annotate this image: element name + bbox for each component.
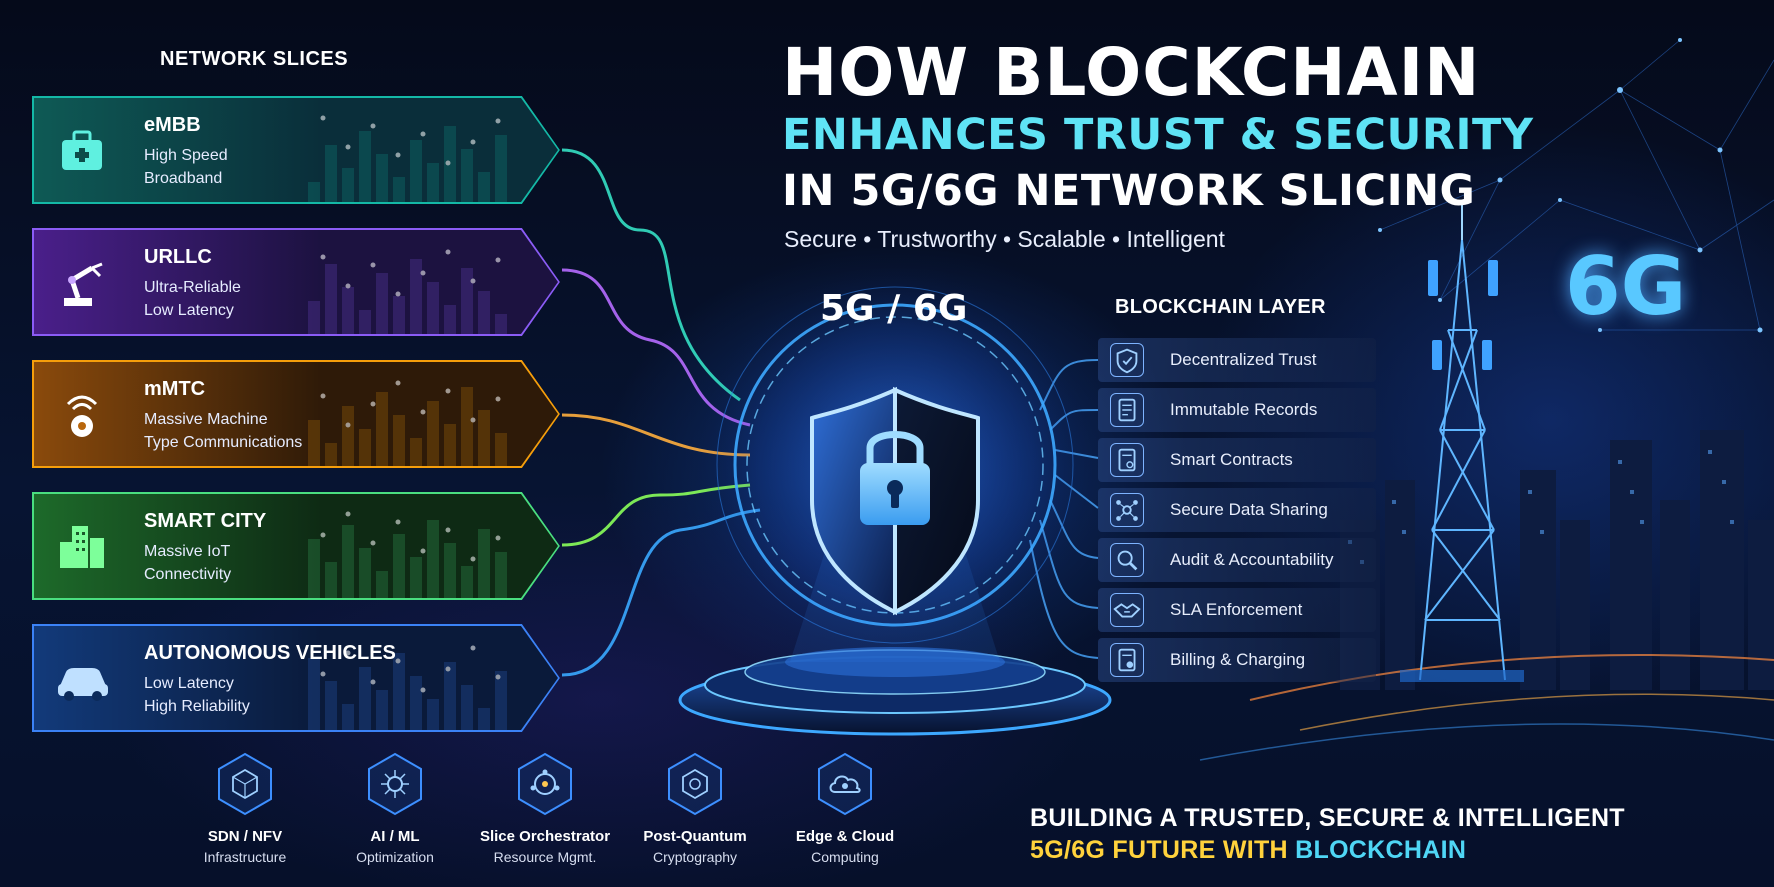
tech-sdn-nfv: SDN / NFV Infrastructure (165, 752, 325, 865)
blockchain-layer-heading: BLOCKCHAIN LAYER (1115, 296, 1326, 318)
slice-scene-illustration (308, 645, 507, 730)
slice-scene-illustration (308, 249, 507, 334)
cube-grid-icon (218, 752, 272, 816)
tagline: Secure • Trustworthy • Scalable • Intell… (784, 226, 1225, 252)
slice-description-line: High Speed (144, 147, 228, 164)
blockchain-item-label: Billing & Charging (1170, 650, 1306, 669)
slice-description-line: Massive IoT (144, 543, 231, 560)
slice-scene-illustration (308, 511, 507, 598)
tech-name: AI / ML (370, 828, 420, 845)
slice-card-smart-city: SMART CITY Massive IoT Connectivity (32, 492, 560, 600)
orchestrator-icon (518, 752, 572, 816)
blockchain-item-immutable-records: Immutable Records (1098, 388, 1376, 432)
slice-scene-illustration (308, 380, 507, 466)
tower-6g-label: 6G (1565, 240, 1687, 333)
slice-description-line: Low Latency (144, 302, 234, 319)
tech-subtitle: Infrastructure (203, 849, 287, 865)
blockchain-item-label: SLA Enforcement (1170, 600, 1303, 619)
slice-description-line: High Reliability (144, 698, 250, 715)
center-5g6g-label: 5G / 6G (820, 288, 968, 329)
document-icon (1110, 393, 1144, 427)
slice-description-line: Ultra-Reliable (144, 279, 241, 296)
footer-line2: 5G/6G FUTURE WITH BLOCKCHAIN (1030, 836, 1466, 865)
blockchain-item-label: Decentralized Trust (1170, 350, 1317, 369)
slice-title: SMART CITY (144, 510, 267, 532)
slice-title: URLLC (144, 246, 212, 268)
blockchain-item-label: Smart Contracts (1170, 450, 1293, 469)
slice-title: mMTC (144, 378, 206, 400)
tech-name: SDN / NFV (207, 828, 283, 845)
cloud-icon (818, 752, 872, 816)
tech-subtitle: Optimization (356, 849, 434, 865)
contract-icon (1110, 443, 1144, 477)
blockchain-item-sla-enforcement: SLA Enforcement (1098, 588, 1376, 632)
tech-subtitle: Resource Mgmt. (493, 849, 597, 865)
tech-name: Slice Orchestrator (479, 828, 611, 845)
magnifier-icon (1110, 543, 1144, 577)
blockchain-item-label: Secure Data Sharing (1170, 500, 1328, 519)
tech-name: Edge & Cloud (795, 828, 895, 845)
tech-ai-ml: AI / ML Optimization (315, 752, 475, 865)
buildings-icon (60, 526, 104, 568)
blockchain-item-audit-accountability: Audit & Accountability (1098, 538, 1376, 582)
quantum-lock-icon (668, 752, 722, 816)
blockchain-item-decentralized-trust: Decentralized Trust (1098, 338, 1376, 382)
sensor-wifi-icon (66, 395, 98, 437)
slice-description-line: Connectivity (144, 566, 232, 583)
footer-line2-blockchain: BLOCKCHAIN (1295, 836, 1467, 864)
slice-description-line: Type Communications (144, 434, 303, 451)
tech-subtitle: Cryptography (652, 849, 738, 865)
tech-name: Post-Quantum (643, 828, 747, 845)
footer-line1: BUILDING A TRUSTED, SECURE & INTELLIGENT (1030, 804, 1625, 832)
page-title: HOW BLOCKCHAIN (782, 34, 1481, 111)
car-icon (58, 668, 108, 701)
blockchain-item-secure-data-sharing: Secure Data Sharing (1098, 488, 1376, 532)
blockchain-item-billing-charging: Billing & Charging (1098, 638, 1376, 682)
slice-title: eMBB (144, 114, 201, 136)
footer-line2-highlight: 5G/6G FUTURE WITH (1030, 836, 1296, 864)
slice-description-line: Massive Machine (144, 411, 268, 428)
slice-description-line: Broadband (144, 170, 223, 187)
handshake-icon (1110, 593, 1144, 627)
network-slices-heading: NETWORK SLICES (160, 48, 349, 70)
slice-title: AUTONOMOUS VEHICLES (144, 642, 396, 664)
slice-description-line: Low Latency (144, 675, 234, 692)
shield-icon (1110, 343, 1144, 377)
slice-scene-illustration (308, 115, 507, 202)
blockchain-item-label: Immutable Records (1170, 400, 1318, 419)
ai-chip-icon (368, 752, 422, 816)
toolkit-icon (62, 130, 102, 170)
page-title-line2: ENHANCES TRUST & SECURITY (782, 110, 1534, 160)
page-title-line3: IN 5G/6G NETWORK SLICING (782, 166, 1476, 216)
slice-description: Massive IoT Connectivity (144, 540, 231, 586)
slice-card-body: SMART CITY Massive IoT Connectivity (34, 494, 558, 598)
network-share-icon (1110, 493, 1144, 527)
tech-subtitle: Computing (811, 849, 879, 865)
blockchain-item-label: Audit & Accountability (1170, 550, 1334, 569)
invoice-icon (1110, 643, 1144, 677)
blockchain-item-smart-contracts: Smart Contracts (1098, 438, 1376, 482)
robot-arm-icon (64, 262, 103, 306)
